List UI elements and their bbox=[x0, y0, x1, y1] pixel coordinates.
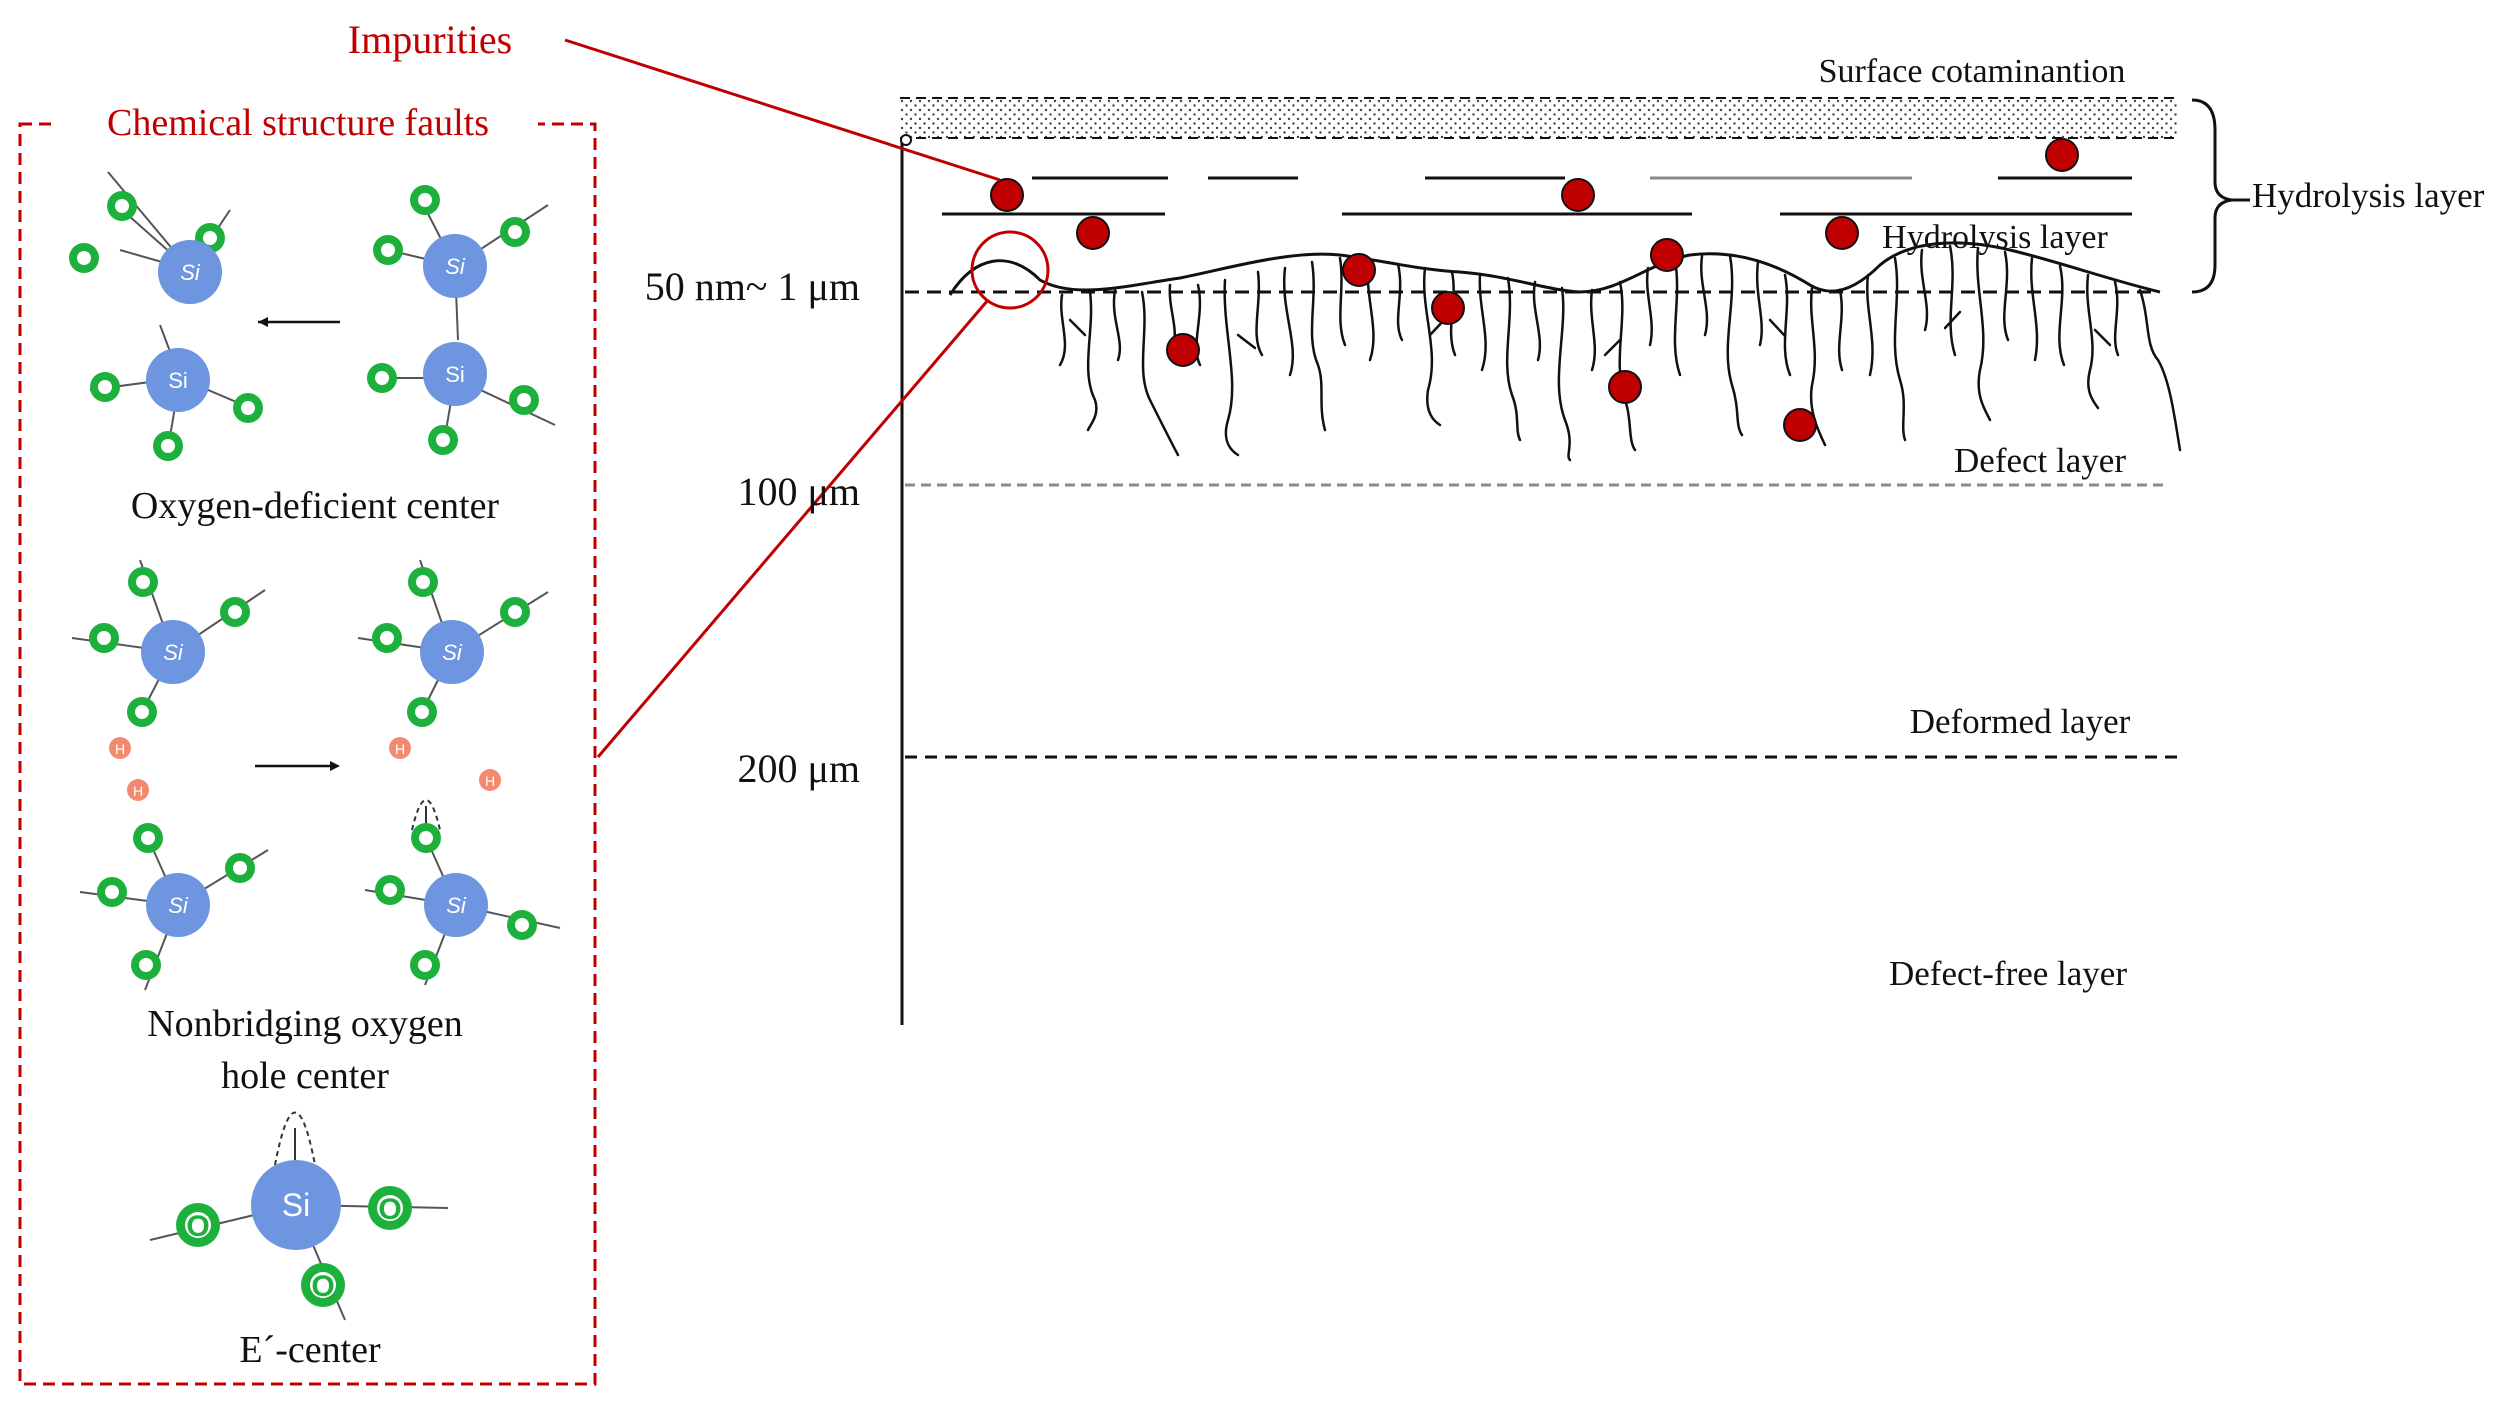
depth-label-2: 100 μm bbox=[737, 469, 860, 514]
depth-label-3: 200 μm bbox=[737, 746, 860, 791]
svg-text:H: H bbox=[485, 773, 495, 789]
e-center-structure: O O O Si bbox=[149, 1111, 449, 1321]
defect-layer-label: Defect layer bbox=[1954, 441, 2126, 480]
svg-text:Si: Si bbox=[282, 1187, 310, 1223]
svg-text:Si: Si bbox=[442, 640, 463, 665]
impurities-label: Impurities bbox=[348, 17, 512, 62]
nbohc-bottom-right: H Si bbox=[364, 769, 561, 986]
svg-text:H: H bbox=[115, 741, 125, 757]
depth-label-1: 50 nm~ 1 μm bbox=[645, 264, 860, 309]
svg-text:Si: Si bbox=[180, 260, 201, 285]
odc-left-silicons: Si Si bbox=[146, 240, 222, 412]
svg-text:Si: Si bbox=[445, 254, 466, 279]
odc-right-oxygens bbox=[367, 185, 539, 455]
oxygen-deficient-label: Oxygen-deficient center bbox=[131, 485, 500, 527]
callout-circle bbox=[970, 230, 1050, 310]
svg-text:O: O bbox=[378, 1193, 401, 1226]
e-center-label: E´-center bbox=[239, 1329, 381, 1371]
nbohc-label-line2: hole center bbox=[221, 1055, 389, 1097]
svg-text:O: O bbox=[186, 1210, 209, 1243]
svg-text:Si: Si bbox=[445, 362, 465, 387]
svg-text:Si: Si bbox=[168, 368, 188, 393]
impurities-callout-line bbox=[564, 38, 1001, 182]
odc-left-oxygens bbox=[69, 191, 263, 461]
deformed-layer-label: Deformed layer bbox=[1910, 702, 2131, 741]
surface-contamination-label: Surface cotaminantion bbox=[1819, 53, 2126, 90]
svg-text:H: H bbox=[395, 741, 405, 757]
hydrolysis-inner-label: Hydrolysis layer bbox=[1882, 219, 2108, 256]
odc-right-silicons: Si Si bbox=[423, 234, 487, 406]
svg-text:H: H bbox=[133, 783, 143, 799]
nbohc-top-left: Si H bbox=[71, 559, 266, 759]
svg-text:Si: Si bbox=[446, 893, 467, 918]
hydrolysis-bracket-label: Hydrolysis layer bbox=[2252, 176, 2485, 215]
svg-text:Si: Si bbox=[168, 893, 189, 918]
defect-free-layer-label: Defect-free layer bbox=[1889, 954, 2127, 993]
fault-callout-line bbox=[596, 299, 990, 758]
panel-title: Chemical structure faults bbox=[107, 102, 489, 144]
panel-title-mask bbox=[58, 100, 538, 150]
surface-contamination-band bbox=[900, 98, 2178, 138]
svg-text:Si: Si bbox=[163, 640, 184, 665]
nbohc-bottom-left: H Si bbox=[79, 779, 269, 991]
svg-text:O: O bbox=[311, 1270, 334, 1303]
hydrolysis-bracket bbox=[2191, 98, 2233, 294]
hydrolysis-segments bbox=[942, 176, 2132, 216]
impurity-particles bbox=[990, 138, 2079, 442]
nbohc-top-right: Si H bbox=[357, 559, 549, 759]
defect-cracks bbox=[1058, 244, 2182, 462]
nbohc-label-line1: Nonbridging oxygen bbox=[147, 1003, 463, 1045]
